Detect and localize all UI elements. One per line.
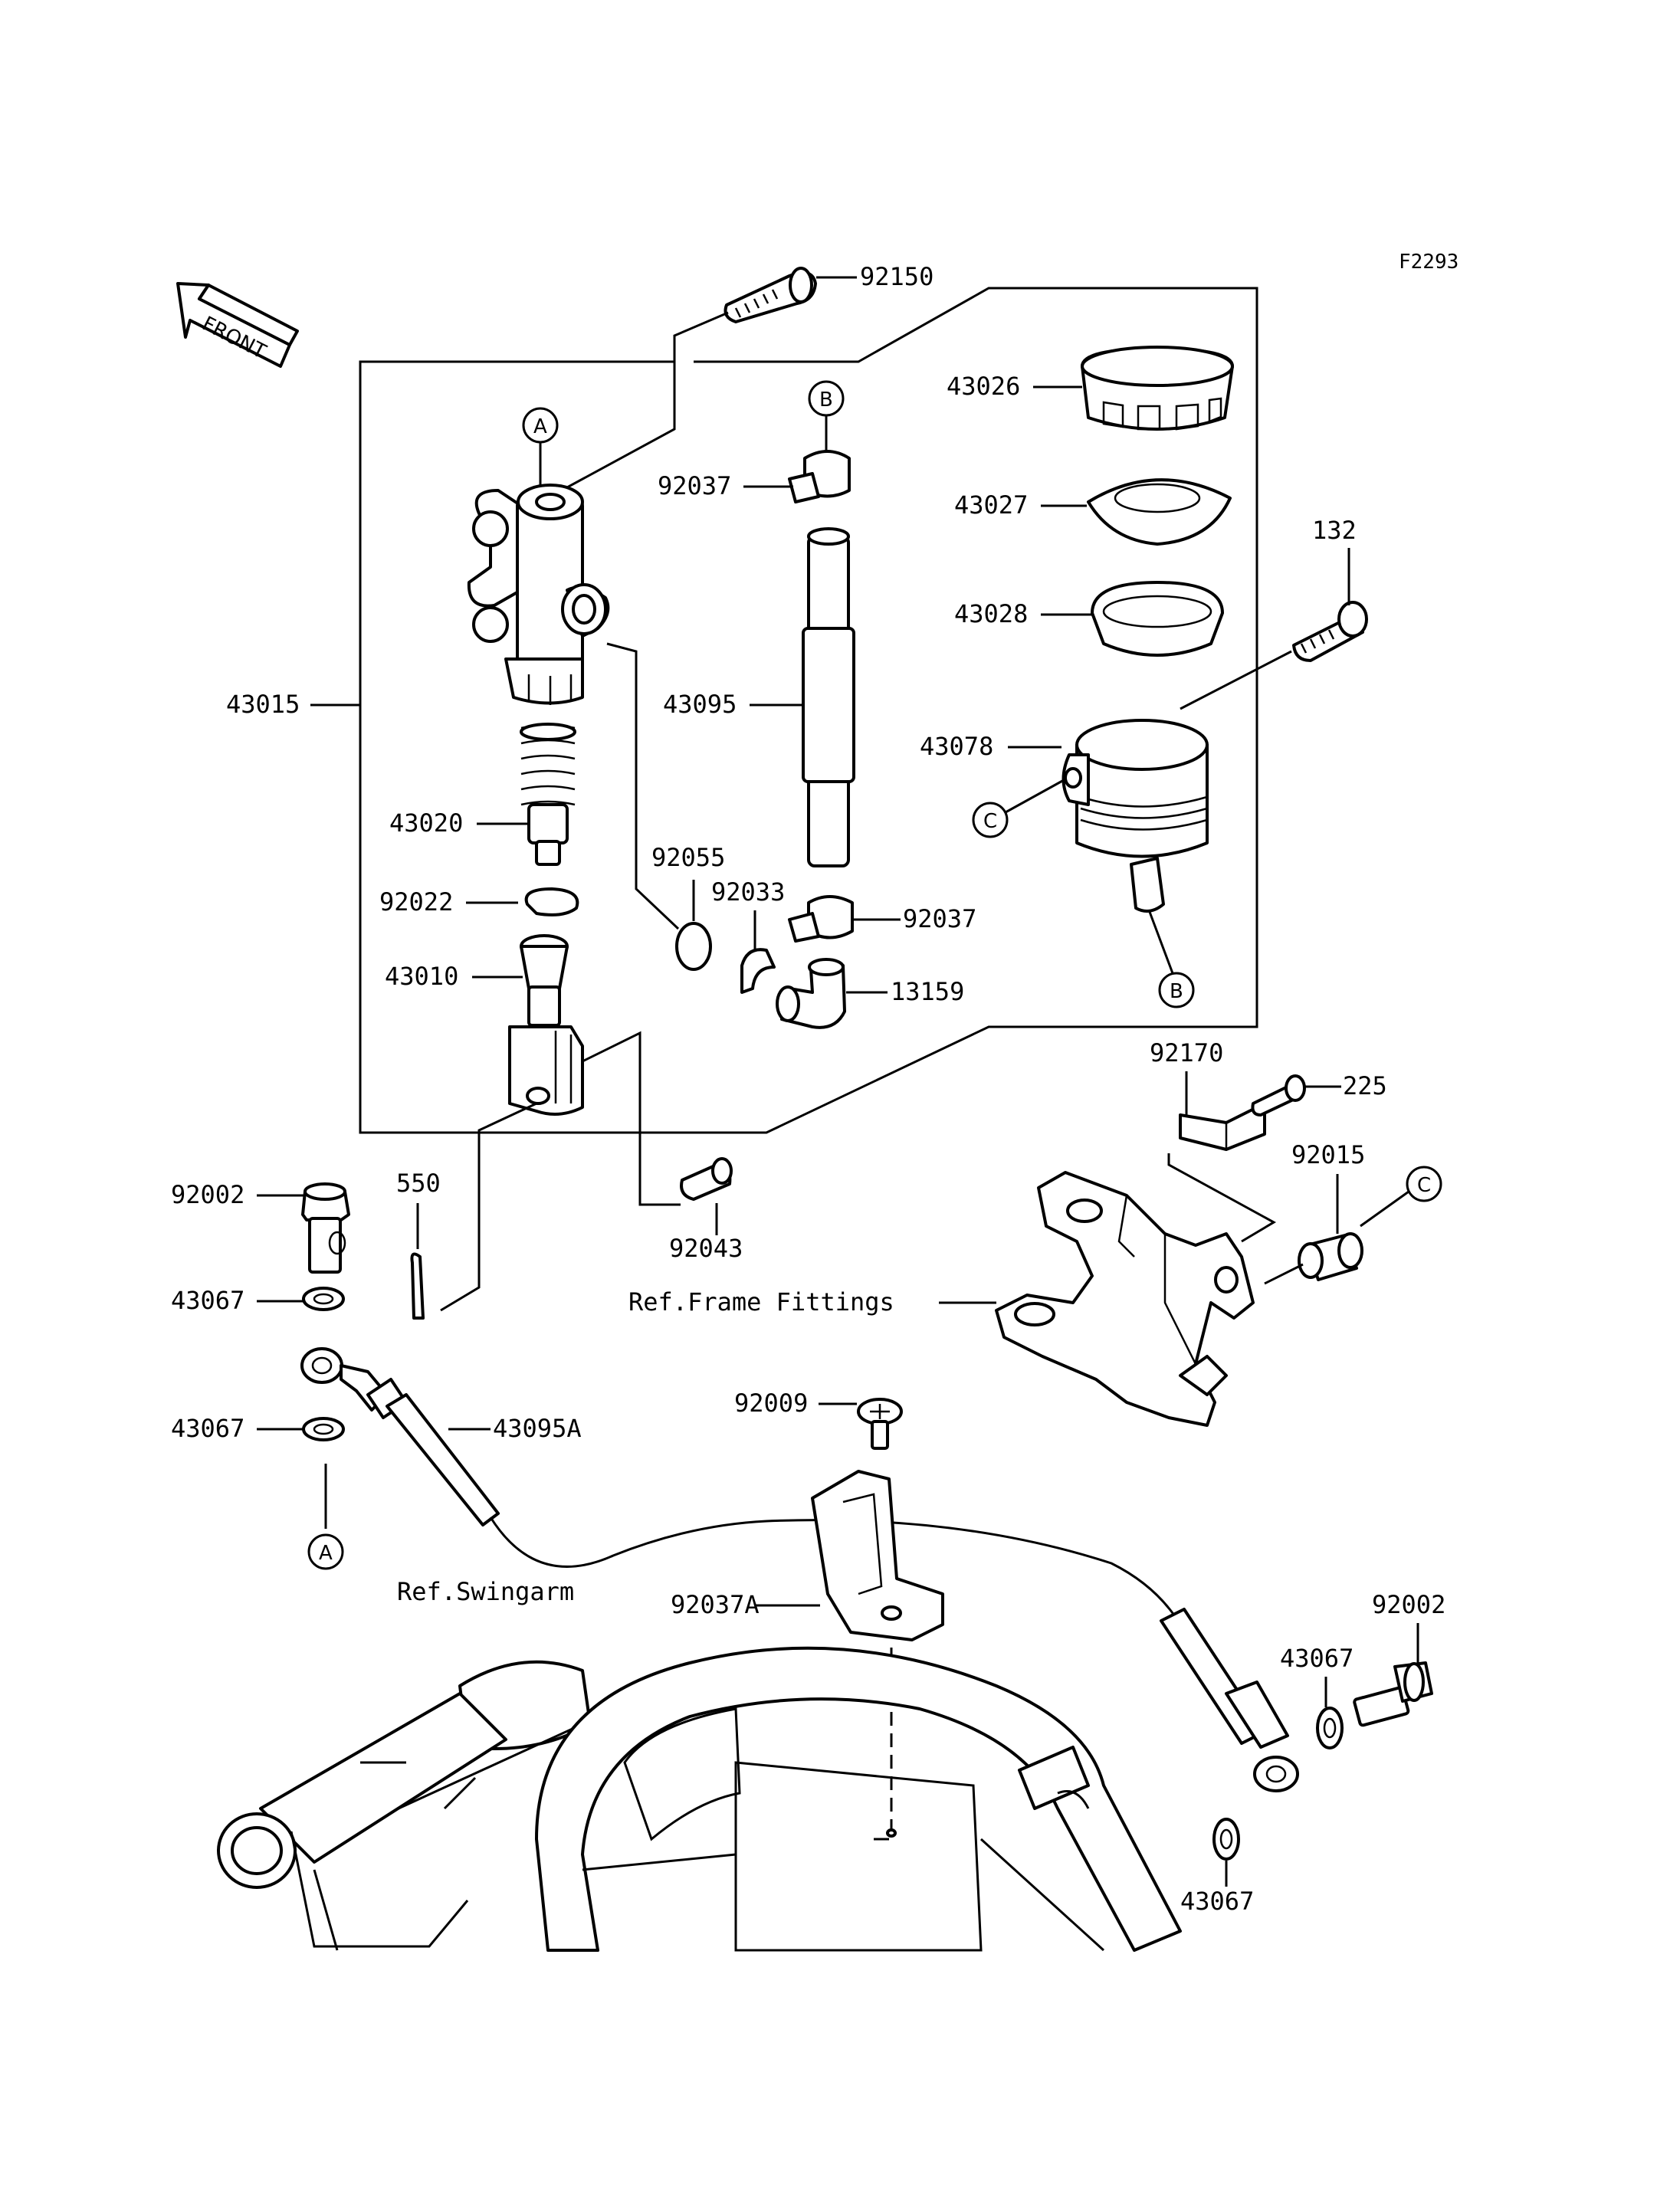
circlip-92022 [524, 887, 579, 917]
reservoir-43078 [1061, 719, 1209, 913]
part-label-43026: 43026 [947, 372, 1020, 401]
callout-a-bottom [307, 1533, 344, 1570]
circlip-92033 [740, 948, 776, 994]
part-label-92037A: 92037A [671, 1590, 760, 1619]
bolt-92150 [724, 267, 817, 323]
part-label-92002-left: 92002 [171, 1180, 244, 1209]
part-label-92150: 92150 [860, 262, 934, 291]
callout-c-frame [1406, 1166, 1442, 1202]
part-label-43095: 43095 [663, 690, 737, 719]
part-label-92055: 92055 [651, 843, 725, 872]
part-label-132: 132 [1312, 516, 1357, 545]
part-label-92033: 92033 [711, 877, 785, 907]
part-label-13159: 13159 [891, 977, 964, 1006]
part-label-92170: 92170 [1150, 1038, 1223, 1067]
part-label-92037-top: 92037 [658, 471, 731, 500]
figure-code: F2293 [1399, 251, 1459, 274]
callout-b-bottom [1158, 972, 1195, 1008]
washer-43067-d [1212, 1818, 1240, 1861]
screw-92009 [857, 1398, 903, 1450]
reservoir-hose-43095 [802, 527, 855, 867]
svg-text:A: A [319, 1542, 333, 1565]
brake-hose-43095A [300, 1347, 1299, 1792]
callout-c-reservoir [972, 802, 1009, 838]
diaphragm-43028 [1091, 581, 1224, 657]
part-label-43067-b: 43067 [171, 1414, 244, 1443]
ref-frame-fittings: Ref.Frame Fittings [628, 1287, 894, 1317]
bolt-132 [1292, 601, 1368, 662]
svg-text:A: A [533, 415, 547, 438]
part-label-43010: 43010 [385, 962, 458, 991]
part-label-43067-c: 43067 [1280, 1644, 1354, 1673]
part-label-43015: 43015 [226, 690, 300, 719]
assembly-boundary [359, 287, 1258, 1134]
part-label-92043: 92043 [669, 1234, 743, 1263]
part-label-92009: 92009 [734, 1389, 808, 1418]
part-label-92037-bottom: 92037 [903, 904, 976, 933]
hose-guide-92037A [811, 1470, 944, 1641]
part-label-92015: 92015 [1291, 1140, 1365, 1169]
screw-225 [1251, 1074, 1306, 1117]
frame-fittings-bracket [995, 1171, 1255, 1427]
svg-text:C: C [1417, 1174, 1431, 1197]
cotter-pin-550 [410, 1252, 425, 1320]
svg-text:B: B [1170, 980, 1183, 1003]
part-label-43028: 43028 [954, 599, 1028, 628]
master-cylinder-body [467, 484, 610, 705]
banjo-bolt-92002-right [1353, 1661, 1433, 1727]
washer-43067-b [302, 1417, 345, 1441]
part-label-43020: 43020 [389, 808, 463, 838]
svg-text:B: B [819, 389, 833, 412]
bushing-92015 [1298, 1232, 1363, 1281]
hose-clamp-92037-top [788, 450, 851, 503]
hose-fitting-13159 [776, 958, 846, 1029]
part-label-43067-d: 43067 [1180, 1887, 1254, 1916]
part-label-92022: 92022 [379, 887, 453, 917]
banjo-bolt-92002-left [301, 1182, 350, 1274]
part-label-43078: 43078 [920, 732, 993, 761]
part-label-225: 225 [1343, 1071, 1387, 1100]
reservoir-cap-43026 [1081, 346, 1234, 431]
washer-43067-a [302, 1287, 345, 1311]
part-label-43027: 43027 [954, 490, 1028, 520]
part-label-92002-right: 92002 [1372, 1590, 1445, 1619]
part-label-550: 550 [396, 1169, 441, 1198]
ref-swingarm: Ref.Swingarm [397, 1577, 574, 1606]
pin-92043 [680, 1157, 733, 1201]
front-arrow-icon: FRONT [176, 282, 299, 368]
hose-clamp-92037-bottom [788, 895, 854, 943]
pushrod-43010 [508, 934, 584, 1116]
svg-text:C: C [983, 810, 997, 833]
part-label-43095A: 43095A [493, 1414, 582, 1443]
o-ring-92055 [675, 922, 712, 971]
diaphragm-plate-43027 [1087, 478, 1232, 546]
part-label-43067-a: 43067 [171, 1286, 244, 1315]
bracket-92170 [1179, 1102, 1266, 1151]
swingarm-illustration [217, 1646, 1182, 1952]
washer-43067-c [1316, 1707, 1344, 1749]
spring-43020 [520, 723, 576, 866]
